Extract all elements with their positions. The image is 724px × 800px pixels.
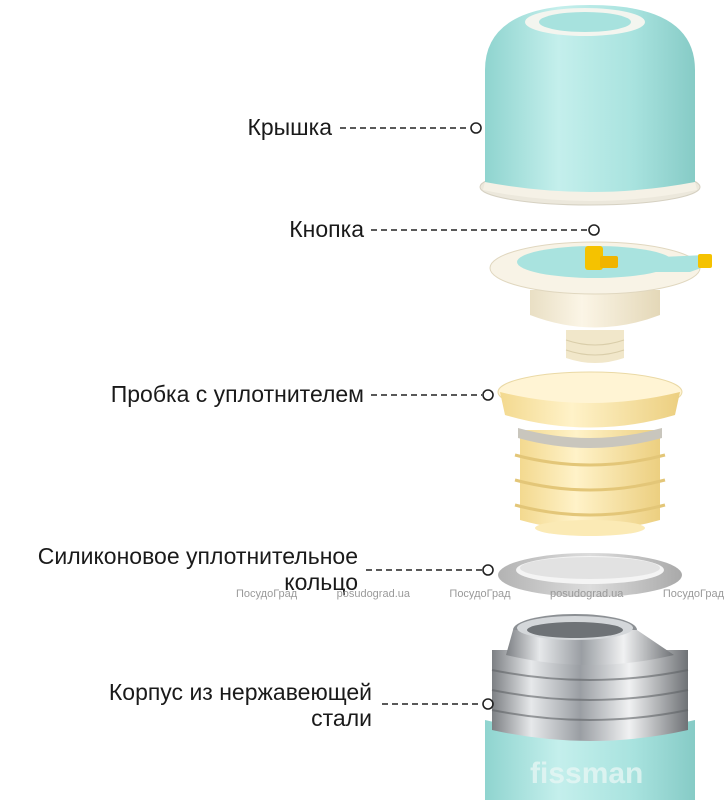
leader-dot-lid	[471, 123, 481, 133]
leader-dot-stopper	[483, 390, 493, 400]
watermark: ПосудоГрад	[236, 588, 297, 602]
watermark-row: ПосудоГрад posudograd.ua ПосудоГрад posu…	[236, 588, 724, 602]
label-body: Корпус из нержавеющей стали	[109, 679, 372, 731]
label-body-line2: стали	[109, 705, 372, 731]
watermark: posudograd.ua	[550, 588, 623, 602]
leader-dot-button	[589, 225, 599, 235]
watermark: ПосудоГрад	[663, 588, 724, 602]
steel-body-part: fissman	[485, 614, 695, 800]
label-lid: Крышка	[247, 114, 332, 140]
brand-logo: fissman	[530, 757, 643, 790]
lid-part	[480, 5, 700, 205]
stopper-part	[498, 372, 682, 536]
label-body-line1: Корпус из нержавеющей	[109, 679, 372, 705]
leader-dot-ring	[483, 565, 493, 575]
label-button: Кнопка	[289, 216, 364, 242]
leader-dot-body	[483, 699, 493, 709]
watermark: posudograd.ua	[337, 588, 410, 602]
label-ring-line1: Силиконовое уплотнительное	[38, 543, 358, 569]
watermark: ПосудоГрад	[449, 588, 510, 602]
label-stopper: Пробка с уплотнителем	[111, 381, 364, 407]
button-part	[490, 242, 712, 363]
